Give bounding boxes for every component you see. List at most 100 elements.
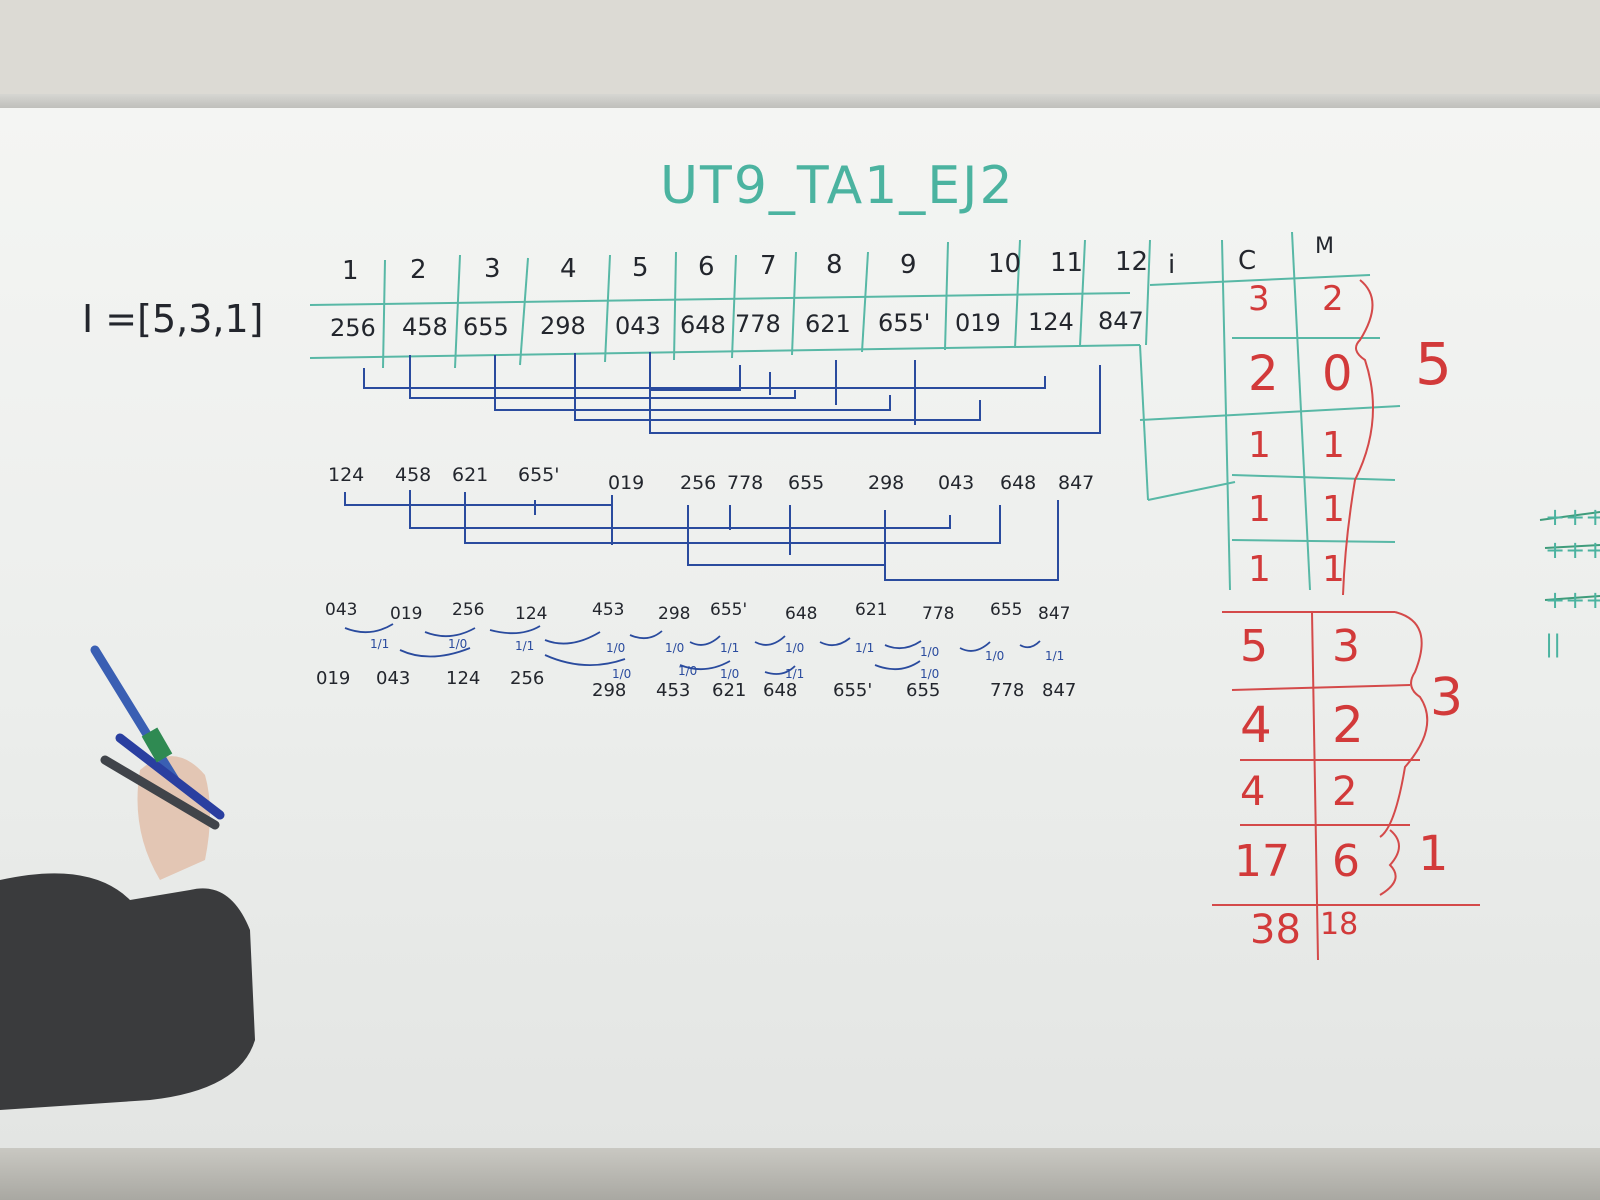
pass1-value: 124 [328,464,365,486]
pass3-value: 256 [510,668,545,689]
pass3-value: 655' [833,680,873,701]
table-index: 10 [988,248,1022,279]
table-index: 7 [760,251,777,282]
pass1-value: 043 [938,472,975,494]
c-cell: 17 [1234,836,1290,887]
table-value: 648 [680,311,726,339]
m-cell: 3 [1332,621,1360,672]
m-cell: 1 [1322,489,1345,530]
table-value: 458 [402,313,448,342]
swap-mark: 1/0 [612,667,632,681]
pass3-value: 124 [446,668,481,689]
c-cell: 3 [1248,279,1270,319]
swap-mark: 1/0 [606,641,626,655]
tally-mark: +++ [1545,586,1600,614]
table-value: 621 [805,309,851,338]
brace-label: 5 [1415,330,1452,398]
table-value: 019 [955,308,1001,337]
column-m-header: M [1315,234,1334,259]
table-index: 2 [410,255,427,286]
swap-mark: 1/1 [720,641,740,655]
swap-mark: 1/1 [1045,649,1065,663]
table-index: 3 [484,254,501,285]
increment-sequence: I =[5,3,1] [82,297,264,341]
pass2-value: 124 [515,604,548,624]
m-cell: 6 [1332,836,1360,887]
swap-mark: 1/0 [920,667,940,681]
pass2-value: 019 [390,604,423,624]
pass3-value: 621 [712,680,747,701]
swap-mark: 1/0 [785,641,805,655]
pass2-value: 648 [785,604,818,624]
table-index: 12 [1115,247,1149,278]
swap-mark: 1/1 [785,667,805,681]
c-cell: 1 [1248,549,1271,590]
pass1-value: 648 [1000,472,1037,494]
pass2-value: 256 [452,600,485,620]
table-value: 043 [615,311,661,340]
pass2-value: 655' [710,600,748,620]
marker-tray [0,1148,1600,1200]
swap-mark: 1/0 [665,641,685,655]
table-index: 6 [698,252,715,282]
pass3-value: 298 [592,680,627,701]
pass2-value: 847 [1038,604,1071,624]
table-value: 778 [735,310,781,339]
swap-mark: 1/1 [855,641,875,655]
m-cell: 2 [1322,279,1344,319]
m-cell: 1 [1322,549,1345,590]
pass3-value: 648 [763,680,798,701]
swap-mark: 1/0 [448,637,468,651]
table-value: 655' [878,309,931,338]
table-index: 11 [1050,248,1084,278]
pass1-value: 847 [1058,472,1095,494]
pass3-value: 655 [906,680,941,701]
swap-mark: 1/0 [985,649,1005,663]
pass1-value: 256 [680,472,717,494]
pass1-value: 621 [452,464,489,486]
swap-mark: 1/0 [920,645,940,659]
pass3-value: 019 [316,668,351,689]
column-i-header: i [1168,250,1176,280]
table-value: 847 [1098,307,1144,336]
tally-mark: ++++ [1545,503,1600,531]
pass2-value: 778 [922,604,955,624]
c-cell: 4 [1240,769,1266,815]
pass2-value: 655 [990,600,1023,620]
tally-mark: || [1545,630,1562,658]
table-index: 1 [342,256,359,286]
tally-mark: +++ [1545,536,1600,564]
table-index: 9 [900,249,917,280]
hand-with-markers [0,645,255,1110]
table-value: 124 [1028,308,1074,336]
m-cell: 1 [1322,425,1345,466]
pass2-value: 043 [325,600,358,620]
pass3-value: 778 [990,680,1025,701]
m-cell: 2 [1332,769,1358,815]
pass1-value: 458 [395,464,432,486]
c-cell: 5 [1240,621,1268,672]
swap-mark: 1/1 [515,639,535,653]
pass1-value: 778 [727,472,764,494]
whiteboard-frame [0,94,1600,110]
table-value: 256 [330,314,376,342]
c-cell: 1 [1248,425,1271,466]
table-value: 298 [540,312,586,341]
table-index: 8 [826,250,843,281]
pass2-value: 453 [592,600,625,620]
pass2-value: 298 [658,604,691,624]
pass3-value: 453 [656,680,691,701]
pass3-value: 043 [376,668,411,689]
pass1-value: 655 [788,472,825,494]
table-index: 4 [560,253,577,284]
pass1-value: 298 [868,472,905,494]
table-index: 5 [632,252,649,283]
column-c-header: C [1238,246,1257,276]
c-cell: 2 [1248,346,1279,402]
table-value: 655 [463,312,509,341]
swap-mark: 1/0 [720,667,740,681]
swap-mark: 1/1 [370,637,390,651]
total-m: 18 [1320,907,1359,942]
